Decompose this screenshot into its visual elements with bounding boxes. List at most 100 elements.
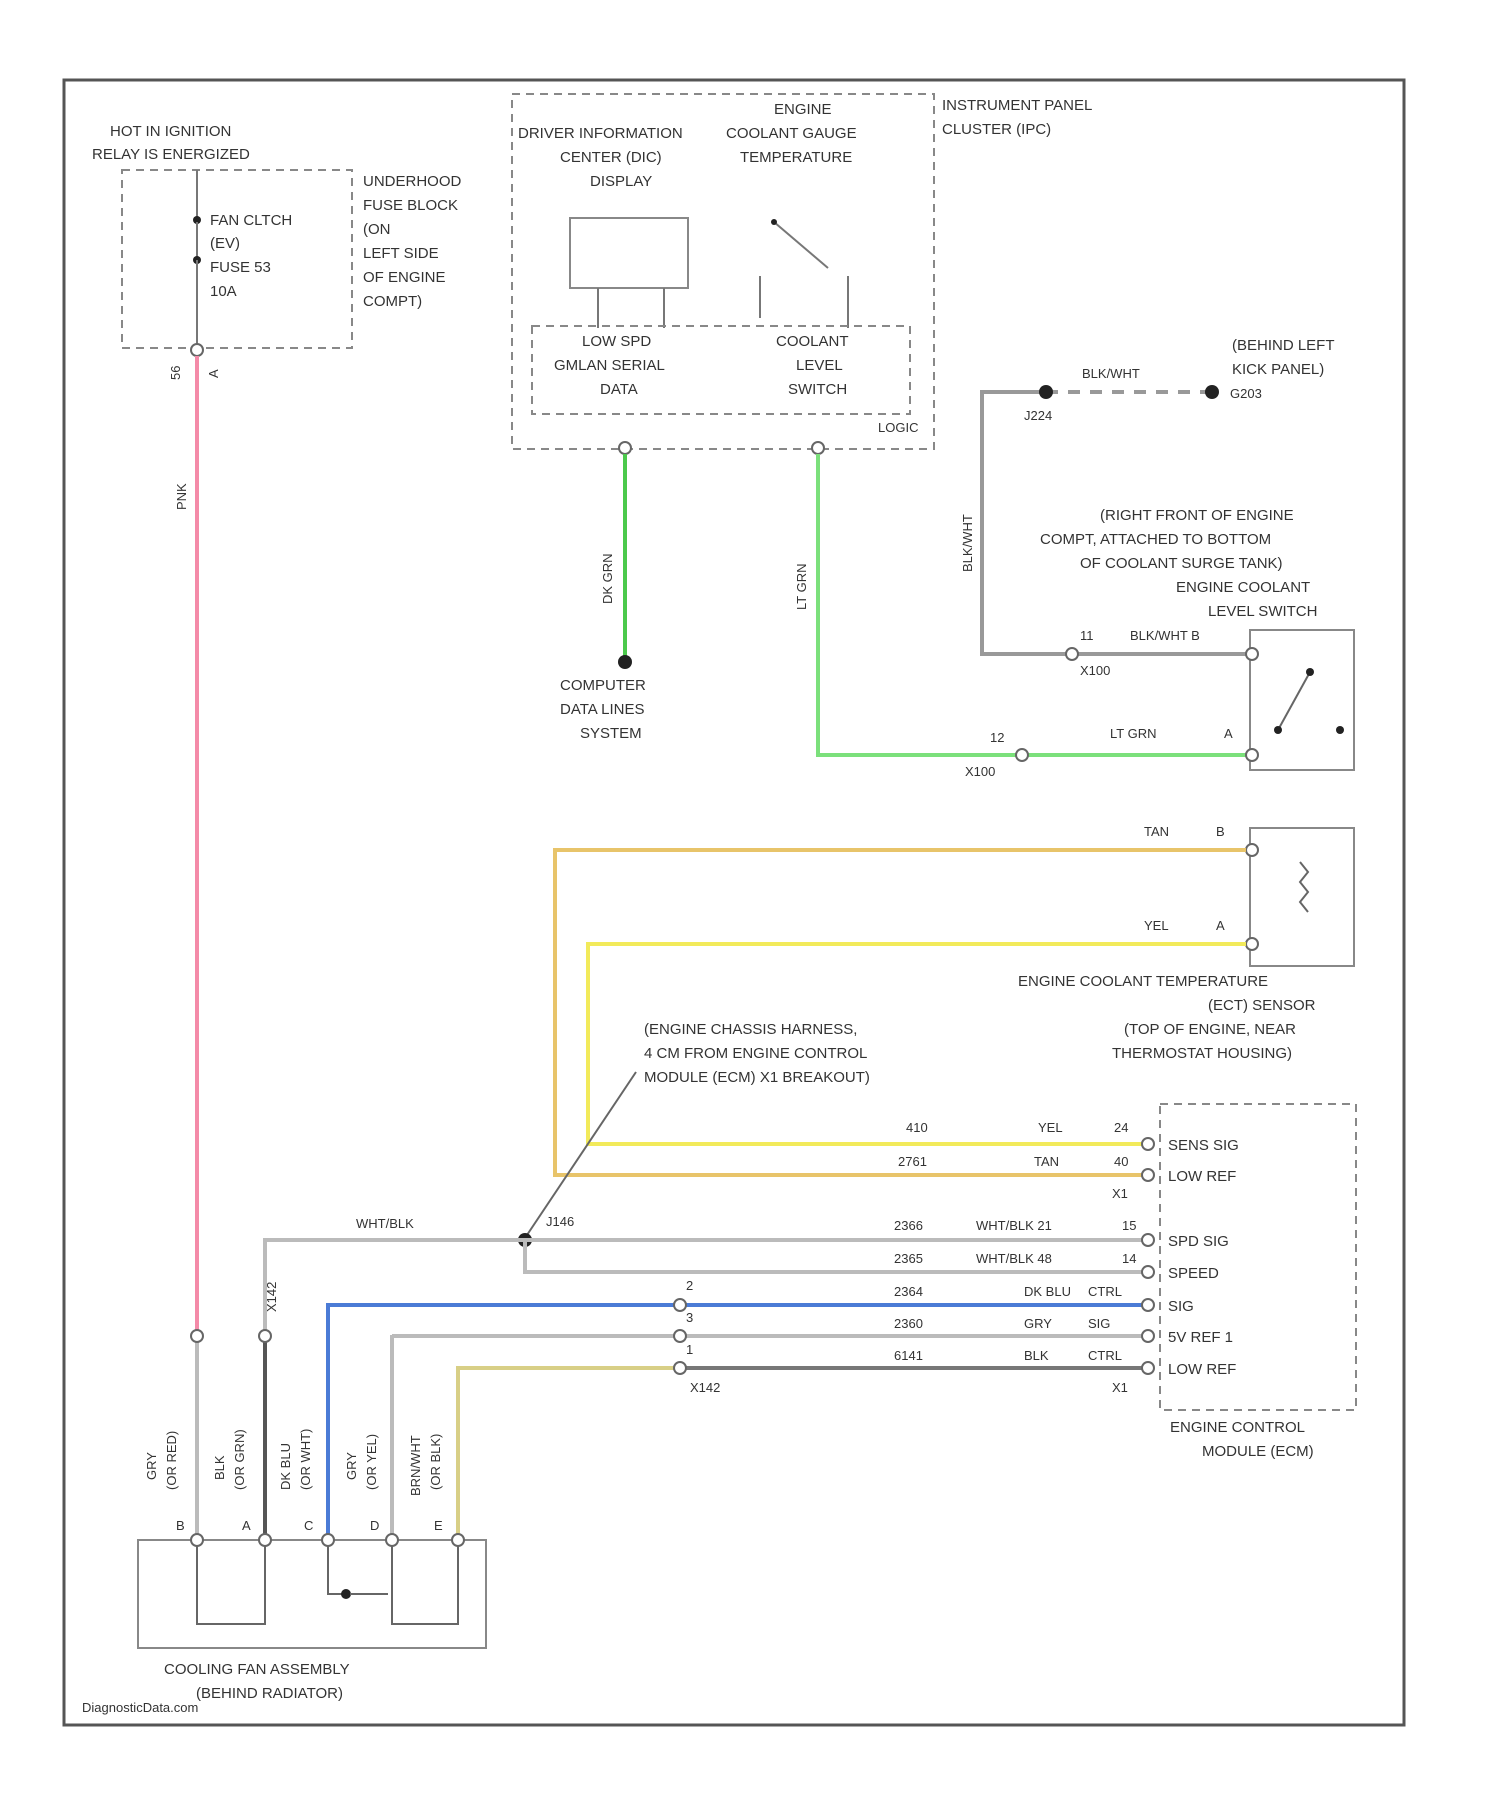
fp5-label: E bbox=[434, 1518, 443, 1533]
wht-blk3-label: WHT/BLK 48 bbox=[976, 1251, 1052, 1266]
fp2-label: A bbox=[242, 1518, 251, 1533]
level-switch-pin-a bbox=[1246, 749, 1258, 761]
x100-label-2: X100 bbox=[965, 764, 995, 779]
fuse-label: FUSE 53 bbox=[210, 259, 271, 276]
coolant-gauge-label-2: TEMPERATURE bbox=[740, 149, 852, 166]
spd-sig-label: SPD SIG bbox=[1168, 1233, 1229, 1250]
computer-label-2: DATA LINES bbox=[560, 701, 644, 718]
c2366-label: 2366 bbox=[894, 1218, 923, 1233]
blk-label: BLK bbox=[1024, 1348, 1049, 1363]
underhood-label-4: LEFT SIDE bbox=[363, 245, 439, 262]
w3-label: DK BLU bbox=[278, 1443, 293, 1490]
c6141-label: 6141 bbox=[894, 1348, 923, 1363]
blk-wht-label: BLK/WHT bbox=[1082, 366, 1140, 381]
w1b-label: (OR RED) bbox=[164, 1431, 179, 1490]
x100-label: X100 bbox=[1080, 663, 1110, 678]
p2-label: 2 bbox=[686, 1278, 693, 1293]
ecm-pin-24 bbox=[1142, 1138, 1154, 1150]
c2364-label: 2364 bbox=[894, 1284, 923, 1299]
fan-label: COOLING FAN ASSEMBLY bbox=[164, 1661, 350, 1678]
x1b-label: X1 bbox=[1112, 1380, 1128, 1395]
logic-label: LOGIC bbox=[878, 420, 918, 435]
p3-label: 3 bbox=[686, 1310, 693, 1325]
low-spd-label-3: DATA bbox=[600, 381, 638, 398]
level-switch-pin-b bbox=[1246, 648, 1258, 660]
ipc-label-2: CLUSTER (IPC) bbox=[942, 121, 1051, 138]
tan-label: TAN bbox=[1144, 824, 1169, 839]
hot-in-run-label-2: RELAY IS ENERGIZED bbox=[92, 146, 250, 163]
a2-label: A bbox=[1216, 918, 1225, 933]
p14-label: 14 bbox=[1122, 1251, 1136, 1266]
ect-label-3: (TOP OF ENGINE, NEAR bbox=[1124, 1021, 1296, 1038]
gauge-pivot bbox=[771, 219, 777, 225]
x142-pin-pnk bbox=[191, 1330, 203, 1342]
harness-label: (ENGINE CHASSIS HARNESS, bbox=[644, 1021, 857, 1038]
fp4-label: D bbox=[370, 1518, 379, 1533]
right-front-label-3: OF COOLANT SURGE TANK) bbox=[1080, 555, 1283, 572]
c2365-label: 2365 bbox=[894, 1251, 923, 1266]
data-lines-terminal bbox=[618, 655, 632, 669]
sig-label: SIG bbox=[1088, 1316, 1110, 1331]
right-front-label-4: ENGINE COOLANT bbox=[1176, 579, 1310, 596]
ect-label-4: THERMOSTAT HOUSING) bbox=[1112, 1045, 1292, 1062]
x142-pin-1 bbox=[674, 1362, 686, 1374]
fan-label-2: (BEHIND RADIATOR) bbox=[196, 1685, 343, 1702]
w3b-label: (OR WHT) bbox=[298, 1429, 313, 1490]
p24-label: 24 bbox=[1114, 1120, 1128, 1135]
x142-label: X142 bbox=[690, 1380, 720, 1395]
x100-pin-12 bbox=[1016, 749, 1028, 761]
fuse-block-pin bbox=[191, 344, 203, 356]
pin-a-label: A bbox=[206, 369, 221, 378]
ctrl-label: CTRL bbox=[1088, 1284, 1122, 1299]
ecm-label-2: MODULE (ECM) bbox=[1202, 1443, 1314, 1460]
w5b-label: (OR BLK) bbox=[428, 1434, 443, 1490]
x142-pin-3 bbox=[674, 1330, 686, 1342]
underhood-label-6: COMPT) bbox=[363, 293, 422, 310]
yel2-label: YEL bbox=[1038, 1120, 1063, 1135]
p40-label: 40 bbox=[1114, 1154, 1128, 1169]
computer-label-3: SYSTEM bbox=[580, 725, 642, 742]
sig2-label: SIG bbox=[1168, 1298, 1194, 1315]
w4b-label: (OR YEL) bbox=[364, 1434, 379, 1490]
ecm-pin-14 bbox=[1142, 1266, 1154, 1278]
j224-splice bbox=[1039, 385, 1053, 399]
ect-label: ENGINE COOLANT TEMPERATURE bbox=[1018, 973, 1268, 990]
w4-label: GRY bbox=[344, 1452, 359, 1480]
underhood-label-2: FUSE BLOCK bbox=[363, 197, 458, 214]
coolant-level-label-3: SWITCH bbox=[788, 381, 847, 398]
x100-pin-11 bbox=[1066, 648, 1078, 660]
x142b-label: X142 bbox=[264, 1282, 279, 1312]
x1-label: X1 bbox=[1112, 1186, 1128, 1201]
fan-pin-c bbox=[322, 1534, 334, 1546]
ecm-pin-sig bbox=[1142, 1299, 1154, 1311]
gry-label: GRY bbox=[1024, 1316, 1052, 1331]
c410-label: 410 bbox=[906, 1120, 928, 1135]
ect-label-2: (ECT) SENSOR bbox=[1208, 997, 1316, 1014]
watermark: DiagnosticData.com bbox=[82, 1700, 198, 1715]
ctrl2-label: CTRL bbox=[1088, 1348, 1122, 1363]
harness-label-3: MODULE (ECM) X1 BREAKOUT) bbox=[644, 1069, 870, 1086]
level-switch-contact-1 bbox=[1306, 668, 1314, 676]
ect-pin-a bbox=[1246, 938, 1258, 950]
fan-clutch-label-2: (EV) bbox=[210, 235, 240, 252]
pin-11-label: 11 bbox=[1080, 628, 1094, 643]
coolant-gauge-label: COOLANT GAUGE bbox=[726, 125, 857, 142]
w1-label: GRY bbox=[144, 1452, 159, 1480]
wire-pnk-label: PNK bbox=[174, 483, 189, 510]
b-label: B bbox=[1216, 824, 1225, 839]
right-front-label: (RIGHT FRONT OF ENGINE bbox=[1100, 507, 1294, 524]
fan-pin-a bbox=[259, 1534, 271, 1546]
level-switch-contact-2 bbox=[1274, 726, 1282, 734]
fan-pin-d bbox=[386, 1534, 398, 1546]
w2b-label: (OR GRN) bbox=[232, 1429, 247, 1490]
pin-56-label: 56 bbox=[168, 366, 183, 380]
w5-label: BRN/WHT bbox=[408, 1435, 423, 1496]
dic-label-2: CENTER (DIC) bbox=[560, 149, 662, 166]
engine-label: ENGINE bbox=[774, 101, 832, 118]
sens-sig-label: SENS SIG bbox=[1168, 1137, 1239, 1154]
j146-label: J146 bbox=[546, 1214, 574, 1229]
behind-kick-label-2: KICK PANEL) bbox=[1232, 361, 1324, 378]
ecm-pin-15 bbox=[1142, 1234, 1154, 1246]
g203-ground bbox=[1205, 385, 1219, 399]
